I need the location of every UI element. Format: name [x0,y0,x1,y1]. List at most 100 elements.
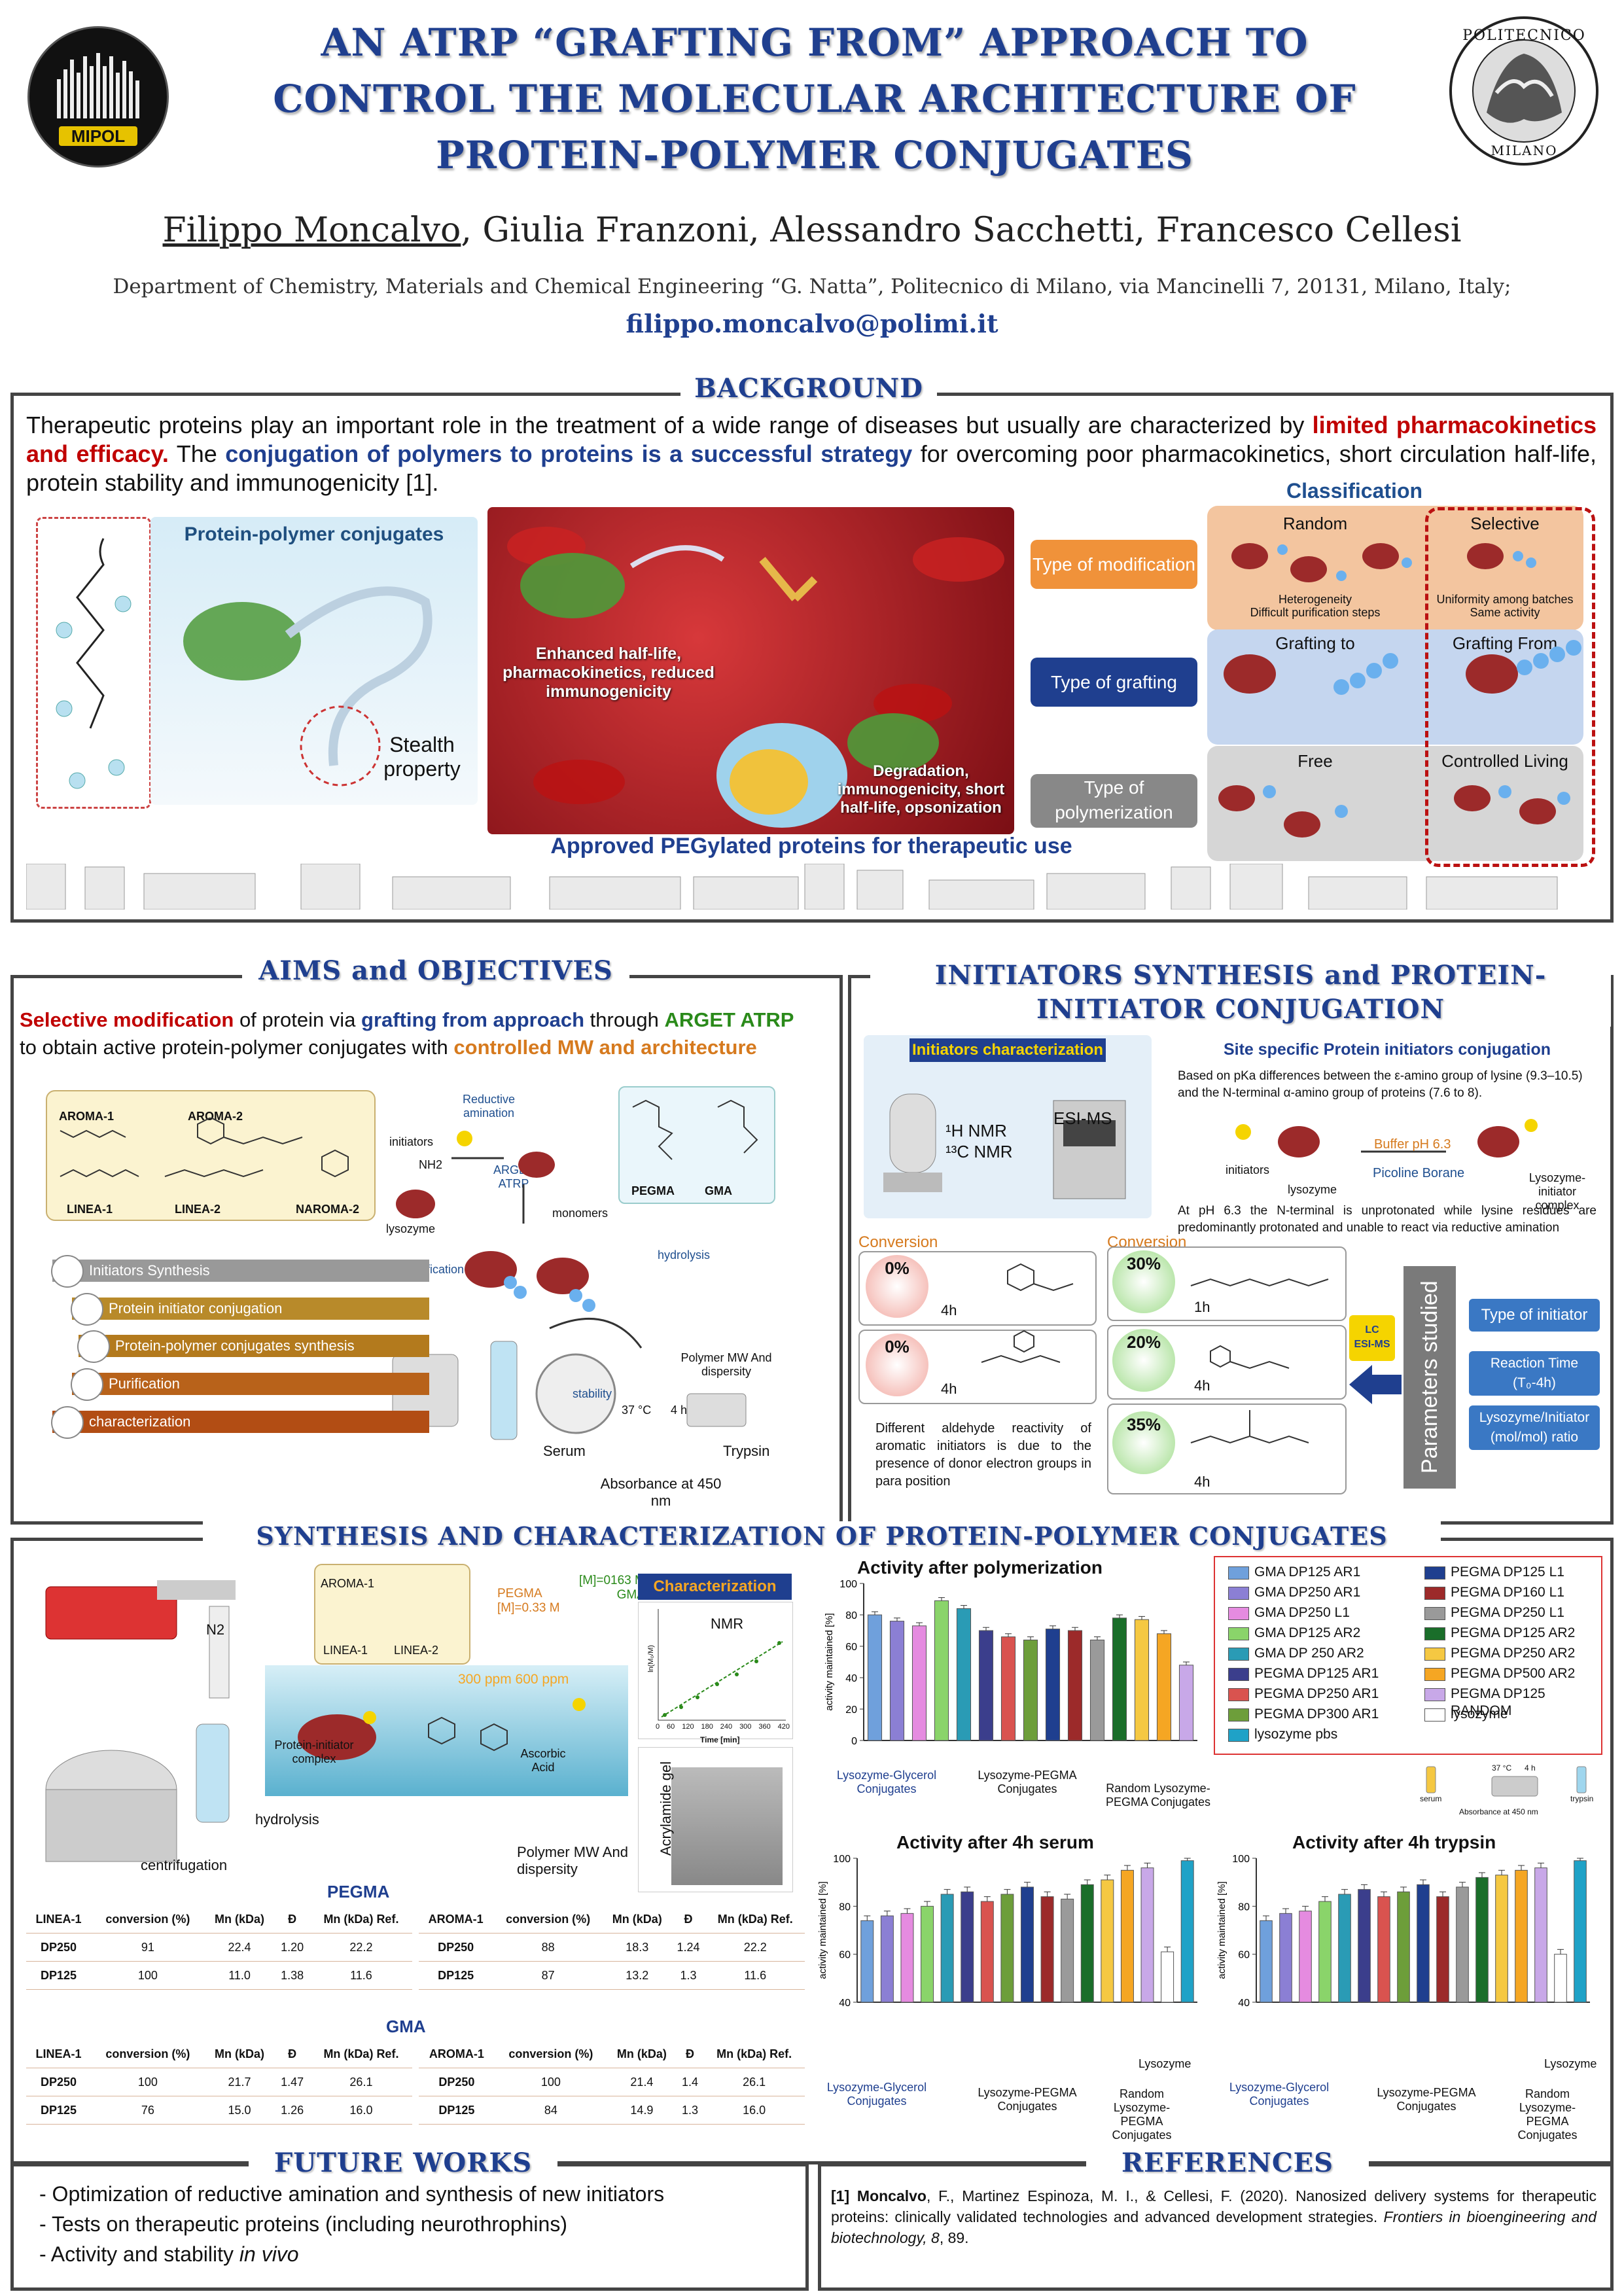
bar [1161,1951,1174,2003]
legend-label: PEGMA DP125 AR1 [1254,1666,1379,1681]
peg-molecule-icon [56,538,132,789]
right-structures-icon [1190,1278,1329,1444]
contact-email[interactable]: filippo.moncalvo@polimi.it [626,309,998,338]
scheme-lysozyme: lysozyme [386,1222,436,1235]
table-cell: 100 [90,2068,205,2096]
group-glycerol-3: Lysozyme-Glycerol Conjugates [1229,2081,1330,2108]
legend-swatch [1228,1566,1249,1580]
synthesis-apparatus-icon [45,1580,236,1862]
legend-label: GMA DP250 L1 [1254,1605,1350,1620]
polimi-seal-icon [1449,16,1598,166]
bar [1067,1630,1083,1741]
legend-label: PEGMA DP125 AR2 [1451,1625,1576,1640]
right-conv-value-2: 20% [1126,1332,1161,1352]
legend-item: lysozyme pbs [1228,1726,1337,1743]
n2-label: N2 [206,1621,225,1638]
reaction-scene-icon [298,1698,586,1760]
table-cell: 1.38 [274,1961,310,1990]
parameters-studied: Parameters studied [1403,1266,1456,1489]
mipol-logo: MIPOL [27,26,169,168]
right-conv-value-1: 30% [1126,1254,1161,1273]
scheme-absorbance: Absorbance at 450 nm [600,1475,722,1509]
bar [980,1901,994,2003]
y-tick-label: 0 [851,1736,857,1747]
table-header-cell: conversion (%) [493,1905,604,1934]
bar [1089,1639,1105,1741]
legend-label: PEGMA DP250 AR2 [1451,1646,1576,1661]
group-random-2: Random Lysozyme-PEGMA Conjugates [1112,2087,1172,2142]
aims-controlled: controlled MW and architecture [453,1036,757,1059]
table-cell: 84 [494,2096,608,2125]
centrifugation-label: centrifugation [141,1857,228,1873]
mini-initiators-panel: AROMA-1 LINEA-1 LINEA-2 [314,1564,470,1665]
right-conv-time-2: 4h [1194,1377,1210,1394]
table-cell: DP125 [26,2096,91,2125]
group-pegma-2: Lysozyme-PEGMA Conjugates [978,2086,1077,2113]
group-random-1: Random Lysozyme-PEGMA Conjugates [1105,1782,1211,1809]
scheme-monomers: monomers [552,1207,609,1220]
table-cell: DP250 [419,2068,495,2096]
bar [1140,1867,1154,2003]
bar [1134,1619,1150,1741]
legend-label: lysozyme [1451,1706,1508,1722]
legend-item: PEGMA DP125 L1 [1424,1564,1564,1581]
y-tick-label: 60 [845,1642,857,1653]
scheme-reductive: Reductive amination [462,1093,516,1120]
table-cell: 100 [494,2068,608,2096]
legend-trypsin: trypsin [1570,1794,1594,1803]
monomer-pegma: PEGMA [631,1184,675,1197]
nmr-esi-instruments-icon [883,1093,1126,1199]
controlled-living-label: Controlled Living [1441,751,1568,771]
legend-swatch [1424,1668,1445,1681]
table-cell: 88 [493,1933,604,1962]
right-conv-circle-3: 35% [1112,1411,1175,1474]
left-conv-value-1: 0% [885,1258,909,1278]
group-random-3: Random Lysozyme-PEGMA Conjugates [1517,2087,1578,2142]
right-conv-time-1: 1h [1194,1299,1210,1315]
table-cell: 1.3 [671,1961,706,1990]
step-dot-3 [77,1330,110,1363]
table-cell: 11.0 [204,1961,275,1990]
legend-item: PEGMA DP500 AR2 [1424,1665,1575,1682]
future-works-section [10,2163,809,2291]
left-conv-time-2: 4h [941,1381,957,1397]
legend-item: PEGMA DP125 AR2 [1424,1625,1575,1642]
acrylamide-gel: Acrylamide gel [638,1747,793,1892]
table-cell: 100 [90,1961,205,1990]
future-in-vivo: in vivo [239,2242,299,2266]
table-cell: 91 [90,1933,205,1962]
xtick-240: 240 [720,1723,733,1731]
aims-selective: Selective modification [20,1008,234,1031]
legend-swatch [1228,1648,1249,1661]
bar [1417,1884,1430,2003]
step-characterization: characterization [52,1411,429,1433]
legend-label: PEGMA DP125 RANDOM [1451,1686,1545,1718]
free-label: Free [1297,751,1333,771]
bar [1299,1911,1312,2003]
table-cell: 22.2 [309,1933,412,1962]
conj-lysozyme: lysozyme [1288,1183,1337,1196]
y-tick-label: 80 [1238,1901,1250,1913]
selective-label: Selective [1470,514,1540,533]
table-cell: 21.7 [204,2068,275,2096]
table-cell: 22.4 [204,1933,275,1962]
bar [1045,1629,1061,1741]
legend-swatch [1228,1729,1249,1742]
mipol-bars-icon [57,53,139,118]
legend-item: lysozyme [1424,1706,1508,1723]
reference-1: [1] Moncalvo, F., Martinez Espinoza, M. … [831,2185,1597,2248]
seal-top-text: POLITECNICO [1462,27,1586,44]
bar [1178,1665,1194,1741]
param-ratio: Lysozyme/Initiator (mol/mol) ratio [1469,1405,1600,1450]
scheme-temp: 37 °C [622,1404,652,1417]
references-section [818,2163,1614,2291]
site-text-1: Based on pKa differences between the ε-a… [1178,1069,1583,1100]
y-tick-label: 100 [839,1579,857,1590]
